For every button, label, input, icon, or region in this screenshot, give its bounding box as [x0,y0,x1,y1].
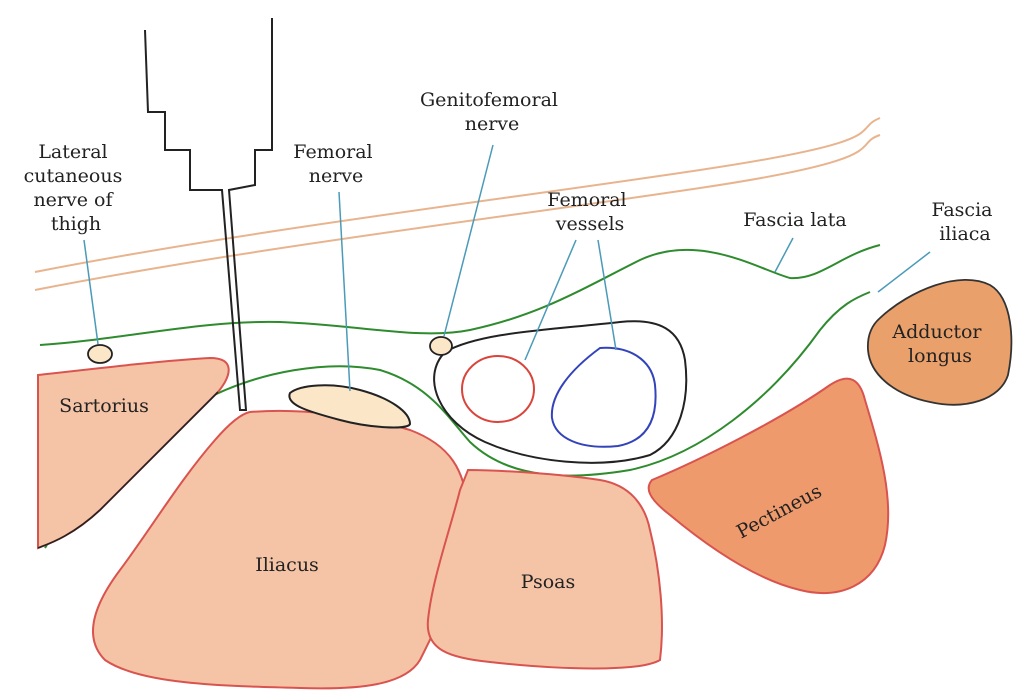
pectineus-muscle [649,379,889,593]
pointer-femoral-artery [525,240,576,360]
pointer-genitofemoral [444,145,493,336]
label-psoas: Psoas [521,571,576,593]
needle [145,18,272,410]
pointer-fascia-iliaca [878,252,930,292]
femoral-sheath [434,321,686,463]
pointer-fascia-lata [775,238,793,272]
label-fascia-lata: Fascia lata [743,209,846,231]
pointer-lateral-cutaneous [84,240,98,344]
label-lateral-cutaneous: Lateral cutaneous nerve of thigh [24,141,129,235]
femoral-vein [552,348,656,447]
label-iliacus: Iliacus [255,554,319,576]
fascia-lata-line [40,245,880,345]
pointer-femoral-nerve [339,192,350,391]
label-sartorius: Sartorius [59,395,149,417]
genitofemoral-nerve [430,337,452,355]
label-femoral-vessels: Femoral vessels [547,189,632,235]
femoral-artery [462,356,534,422]
label-femoral-nerve: Femoral nerve [293,141,378,187]
label-fascia-iliaca: Fascia iliaca [931,199,998,245]
lateral-cutaneous-nerve [88,345,112,363]
pointer-femoral-vein [598,240,616,350]
label-genitofemoral-nerve: Genitofemoral nerve [420,89,564,135]
psoas-muscle [428,470,662,669]
skin-line-outer [35,118,880,272]
